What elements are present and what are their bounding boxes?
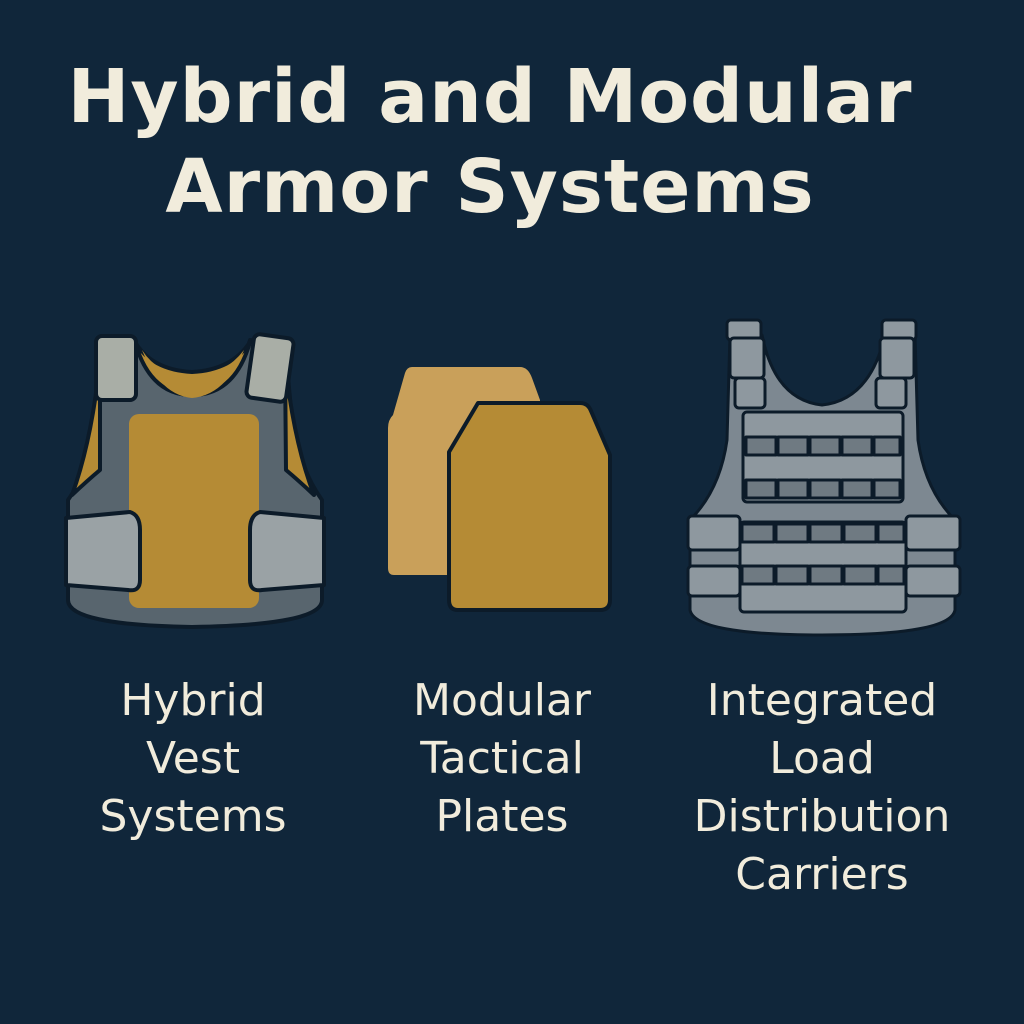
title-line-1: Hybrid and Modular <box>67 54 913 140</box>
label-line: Vest <box>146 733 240 784</box>
hybrid-vest-icon <box>64 332 326 629</box>
load-carrier-icon <box>686 318 962 637</box>
label-line: Carriers <box>735 849 909 900</box>
page-title: Hybrid and Modular Armor Systems <box>0 52 980 232</box>
title-line-2: Armor Systems <box>165 144 815 230</box>
label-line: Systems <box>99 791 287 842</box>
label-line: Modular <box>413 675 591 726</box>
label-line: Distribution <box>693 791 951 842</box>
label-line: Plates <box>435 791 569 842</box>
label-line: Tactical <box>420 733 584 784</box>
label-modular-tactical-plates: Modular Tactical Plates <box>352 672 652 846</box>
label-line: Integrated <box>706 675 938 726</box>
label-line: Load <box>769 733 875 784</box>
label-integrated-load-distribution-carriers: Integrated Load Distribution Carriers <box>672 672 972 904</box>
label-hybrid-vest-systems: Hybrid Vest Systems <box>43 672 343 846</box>
tactical-plates-icon <box>388 367 612 612</box>
label-line: Hybrid <box>120 675 266 726</box>
